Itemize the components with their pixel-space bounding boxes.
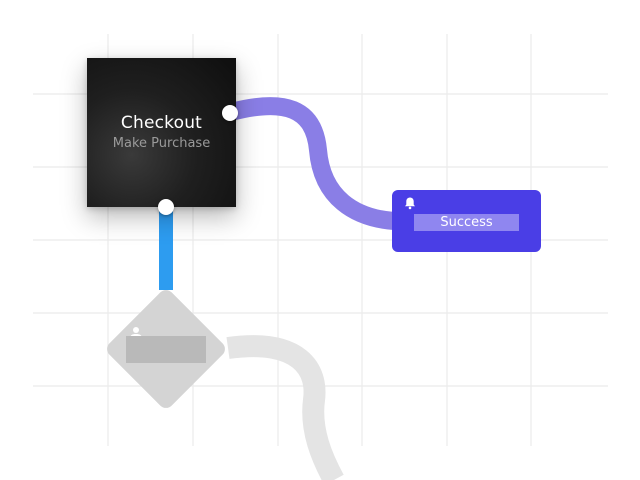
checkout-output-port-right[interactable] bbox=[222, 105, 238, 121]
success-node[interactable]: Success bbox=[392, 190, 541, 252]
checkout-node[interactable]: Checkout Make Purchase bbox=[87, 58, 236, 207]
checkout-output-port-bottom[interactable] bbox=[158, 199, 174, 215]
checkout-node-subtitle: Make Purchase bbox=[112, 135, 211, 151]
connector-checkout-to-success[interactable] bbox=[228, 97, 395, 230]
decision-label bbox=[126, 336, 206, 363]
checkout-node-title: Checkout bbox=[120, 112, 203, 133]
decision-node[interactable] bbox=[95, 278, 237, 420]
connector-decision-outgoing[interactable] bbox=[226, 335, 344, 480]
bell-icon bbox=[405, 197, 415, 210]
success-node-label: Success bbox=[414, 214, 519, 231]
